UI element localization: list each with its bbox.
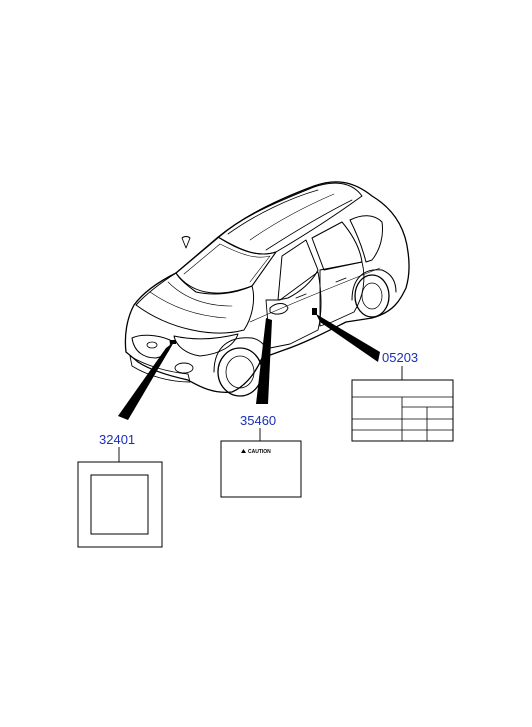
label-32401-outer bbox=[77, 461, 163, 548]
hood-crease-1 bbox=[149, 291, 227, 319]
fog-light bbox=[174, 362, 194, 374]
hood-crease-2 bbox=[167, 281, 233, 307]
windshield-inner bbox=[183, 243, 271, 283]
hyundai-emblem-icon bbox=[146, 341, 158, 349]
hood-label-mark bbox=[170, 340, 176, 344]
leader-wedge-32401 bbox=[118, 342, 174, 420]
label-32401-inner bbox=[90, 474, 149, 535]
quarter-window bbox=[349, 215, 383, 263]
front-door bbox=[265, 271, 322, 349]
caution-label-35460 bbox=[220, 440, 302, 498]
rear-wheel-rim bbox=[361, 282, 383, 310]
front-wheel bbox=[217, 347, 263, 397]
front-wheel-rim bbox=[225, 355, 255, 389]
rear-wheel bbox=[354, 274, 390, 318]
lower-grille bbox=[129, 355, 191, 383]
body-character-line bbox=[249, 267, 381, 323]
rear-wheel-arch bbox=[351, 269, 397, 301]
windshield bbox=[175, 236, 277, 295]
hood bbox=[135, 272, 255, 334]
antenna bbox=[181, 236, 191, 249]
warning-triangle-icon bbox=[241, 449, 246, 453]
part-number-05203: 05203 bbox=[382, 350, 418, 365]
rear-door bbox=[319, 261, 365, 327]
door-handle-front bbox=[295, 293, 307, 299]
caution-label-text: CAUTION bbox=[248, 449, 271, 455]
leader-wedge-35460 bbox=[256, 318, 272, 404]
part-number-35460: 35460 bbox=[240, 413, 276, 428]
front-wheel-arch bbox=[213, 337, 269, 373]
headlight bbox=[173, 333, 239, 357]
part-number-32401: 32401 bbox=[99, 432, 135, 447]
side-mirror bbox=[269, 303, 289, 315]
roof-rail-left bbox=[227, 189, 319, 235]
roof-rail-right bbox=[265, 199, 353, 251]
door-handle-rear bbox=[335, 277, 347, 283]
leader-wedge-05203 bbox=[316, 314, 380, 362]
roof-center bbox=[249, 193, 335, 241]
car-roof bbox=[217, 182, 363, 255]
front-side-window bbox=[277, 239, 319, 301]
pillar-label-mark bbox=[312, 308, 317, 315]
tire-pressure-label-05203 bbox=[351, 379, 454, 442]
